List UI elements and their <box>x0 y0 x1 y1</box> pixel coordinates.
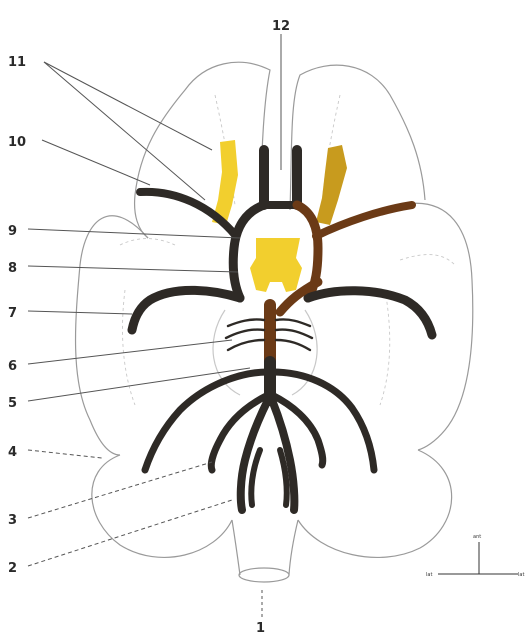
optic-chiasm <box>250 238 302 292</box>
label-5: 5 <box>8 396 17 411</box>
label-9: 9 <box>8 224 17 239</box>
pontine-branch-left-1 <box>228 319 264 326</box>
sulcus-right-temporal <box>380 290 390 405</box>
right-olfactory-tract <box>316 145 347 225</box>
arteries <box>132 150 432 510</box>
leader-line-7 <box>28 311 132 314</box>
left-posterior-inferior-cerebellar <box>251 450 260 505</box>
leader-line-9 <box>28 229 240 238</box>
pontine-branch-right-2 <box>276 330 312 338</box>
label-11: 11 <box>8 55 26 70</box>
medulla-outline <box>232 520 240 575</box>
leader-line-11b <box>44 62 205 200</box>
orientation-left-label: lat <box>426 572 432 578</box>
left-temporal-lobe-outline <box>76 216 148 455</box>
leader-lines <box>28 34 281 618</box>
leader-line-2 <box>28 500 232 566</box>
spinal-cord-cut-end <box>239 568 289 582</box>
sulcus-left-temporal-2 <box>120 239 175 245</box>
sulcus-right-temporal-2 <box>400 255 455 265</box>
pontine-branch-right-1 <box>276 319 310 326</box>
leader-line-10 <box>42 140 150 185</box>
leader-line-4 <box>28 450 102 458</box>
orientation-right-label: lat <box>518 572 524 578</box>
right-frontal-lobe-outline <box>290 65 425 210</box>
pontine-branch-right-3 <box>276 340 310 350</box>
label-12: 12 <box>272 19 290 34</box>
orientation-marker: ant lat lat <box>426 534 524 578</box>
leader-line-6 <box>28 340 232 364</box>
left-posterior-cerebral-artery <box>132 290 240 330</box>
medulla-outline-right <box>289 520 298 575</box>
label-7: 7 <box>8 306 17 321</box>
orientation-top-label: ant <box>473 534 481 540</box>
pontine-branch-left-2 <box>226 330 264 338</box>
label-1: 1 <box>256 621 265 636</box>
label-4: 4 <box>8 445 17 460</box>
label-10: 10 <box>8 135 26 150</box>
pontine-branch-left-3 <box>228 340 264 350</box>
label-2: 2 <box>8 561 17 576</box>
label-6: 6 <box>8 359 17 374</box>
leader-line-11a <box>44 62 212 150</box>
left-vertebral-artery <box>241 400 268 510</box>
label-8: 8 <box>8 261 17 276</box>
leader-line-8 <box>28 266 238 272</box>
right-temporal-lobe-outline <box>400 203 473 450</box>
label-3: 3 <box>8 513 17 528</box>
number-labels: 1 2 3 4 5 6 7 8 9 10 11 12 <box>8 19 290 636</box>
right-posterior-cerebral-artery <box>308 291 432 335</box>
leader-line-3 <box>28 462 212 518</box>
sulcus-left-temporal <box>122 290 135 405</box>
